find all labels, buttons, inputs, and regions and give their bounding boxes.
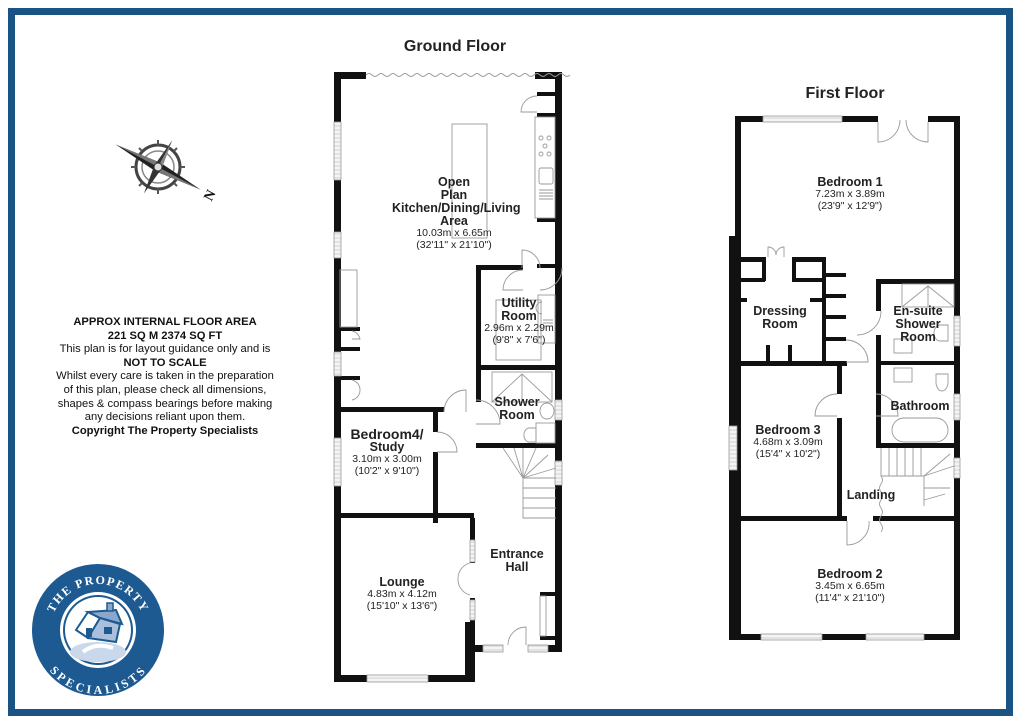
notes-copyright: Copyright The Property Specialists bbox=[71, 424, 259, 437]
floor-area-notes: APPROX INTERNAL FLOOR AREA 221 SQ M 2374… bbox=[34, 316, 296, 438]
room-label-bathroom: Bathroom bbox=[890, 399, 950, 413]
room-label-bedroom1: Bedroom 1 7.23m x 3.89m (23'9" x 12'9") bbox=[815, 175, 885, 212]
room-label-utility: Utility Room 2.96m x 2.29m (9'8" x 7'6") bbox=[484, 296, 554, 346]
notes-guidance: This plan is for layout guidance only an… bbox=[59, 343, 271, 356]
notes-disclaimer-1: Whilst every care is taken in the prepar… bbox=[56, 370, 274, 383]
compass-rose-icon: N bbox=[110, 125, 220, 215]
room-label-bedroom2: Bedroom 2 3.45m x 6.65m (11'4" x 21'10") bbox=[815, 567, 885, 604]
first-floor-fixtures bbox=[767, 119, 955, 546]
notes-disclaimer-4: any decisions reliant upon them. bbox=[84, 411, 246, 424]
first-floor-title: First Floor bbox=[805, 85, 885, 102]
room-label-bedroom4: Bedroom4/ Study 3.10m x 3.00m (10'2" x 9… bbox=[350, 426, 424, 477]
house-icon bbox=[74, 602, 124, 644]
room-label-shower: Shower Room bbox=[494, 395, 540, 422]
room-label-kitchen: Open Plan Kitchen/Dining/Living Area 10.… bbox=[392, 175, 521, 251]
room-label-ensuite: En-suite Shower Room bbox=[893, 304, 943, 344]
room-label-landing: Landing bbox=[846, 488, 896, 502]
room-label-lounge: Lounge 4.83m x 4.12m (15'10" x 13'6") bbox=[366, 575, 438, 612]
ground-floor-title: Ground Floor bbox=[403, 38, 507, 55]
notes-area: 221 SQ M 2374 SQ FT bbox=[107, 329, 223, 342]
ground-floor-fixtures bbox=[339, 73, 571, 646]
room-label-entrance-hall: Entrance Hall bbox=[490, 547, 544, 574]
notes-disclaimer-2: of this plan, please check all dimension… bbox=[63, 383, 267, 396]
ground-floor-windows bbox=[333, 121, 563, 683]
room-label-dressing: Dressing Room bbox=[753, 304, 807, 331]
company-logo: THE PROPERTY SPECIALISTS bbox=[28, 560, 168, 700]
notes-disclaimer-3: shapes & compass bearings before making bbox=[57, 397, 273, 410]
notes-not-to-scale: NOT TO SCALE bbox=[123, 356, 207, 369]
notes-title: APPROX INTERNAL FLOOR AREA bbox=[73, 316, 257, 328]
room-label-bedroom3: Bedroom 3 4.68m x 3.09m (15'4" x 10'2") bbox=[753, 423, 823, 460]
first-floor-windows bbox=[728, 115, 961, 641]
